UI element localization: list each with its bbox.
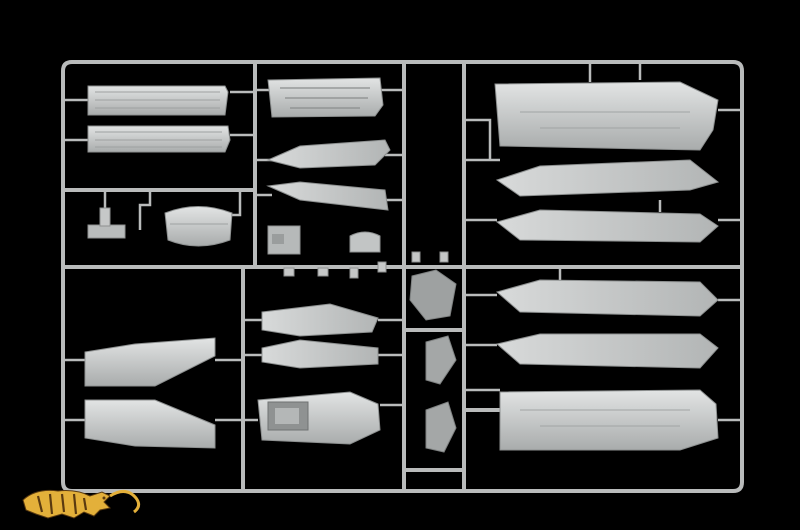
- sprue-frame: [61, 60, 744, 493]
- part-cockpit-tub: [257, 391, 381, 445]
- part-center-strip-a: [261, 303, 379, 337]
- part-wing-panel-top: [84, 337, 216, 387]
- part-wing-panel-bottom: [84, 399, 216, 449]
- part-tiny-pins: [283, 251, 449, 279]
- part-fuselage-strip-a: [266, 139, 391, 169]
- part-small-seat: [349, 231, 381, 253]
- part-fuselage-half-bottom: [499, 389, 719, 451]
- part-boom-d: [495, 333, 719, 369]
- part-boom-b: [495, 209, 719, 243]
- part-fuselage-strip-b: [266, 181, 389, 211]
- part-small-block: [267, 225, 301, 255]
- part-upper-panel-b: [87, 125, 231, 153]
- part-small-bracket: [87, 207, 126, 239]
- part-small-fairing: [164, 206, 233, 247]
- part-channel-detail-upper: [409, 269, 457, 321]
- part-channel-detail-lower-a: [425, 335, 457, 385]
- part-boom-a: [495, 159, 720, 197]
- part-cockpit-floor: [267, 77, 384, 118]
- part-upper-panel-a: [87, 85, 229, 116]
- tiger-icon: [22, 489, 141, 519]
- part-channel-detail-lower-b: [425, 401, 457, 453]
- part-fuselage-half-top: [494, 81, 719, 151]
- part-center-strip-b: [261, 339, 379, 369]
- part-boom-c: [495, 279, 719, 317]
- sprue-gates: [65, 64, 740, 422]
